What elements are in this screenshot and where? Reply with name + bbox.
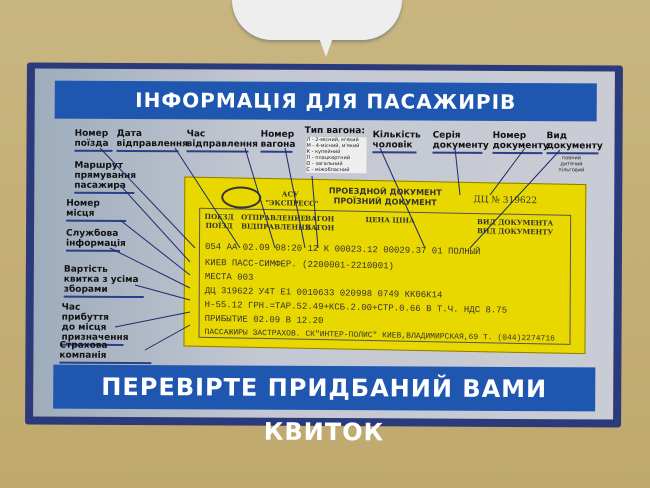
railway-logo: [221, 186, 262, 209]
col-departure: ОТПРАВЛЕНИЕ ВІДПРАВЛЕННЯ: [241, 212, 311, 232]
label-doc-series: Серія документу: [432, 130, 489, 154]
label-arrival: Час прибуття до місця призначення: [61, 302, 129, 346]
info-board: ІНФОРМАЦІЯ ДЛЯ ПАСАЖИРІВ ПЕРЕВІРТЕ ПРИДБ…: [25, 62, 623, 446]
label-car-type: Тип вагона:: [304, 125, 365, 137]
col-train: ПОЕЗД ПОЇЗД: [204, 211, 234, 231]
label-insurance: Страхова компанія: [59, 340, 152, 365]
ticket-sample: АСУ "ЭКСПРЕСС" ПРОЕЗДНОЙ ДОКУМЕНТ ПРОЇЗН…: [183, 176, 587, 355]
car-type: С - міжобласний: [306, 166, 350, 174]
wall-ornament-tip: [318, 35, 334, 57]
ticket-title-ua: ПРОЇЗНИЙ ДОКУМЕНТ: [333, 196, 437, 208]
doc-type-list: повний дитячий пільговий: [558, 155, 585, 174]
label-persons: Кількість чоловік: [372, 130, 421, 154]
ticket-line-seat: МЕСТА 003: [204, 271, 254, 283]
board-header: ІНФОРМАЦІЯ ДЛЯ ПАСАЖИРІВ: [54, 80, 597, 122]
col-car: ВАГОН ВАГОН: [305, 213, 335, 233]
label-dep-time: Час відправлення: [186, 129, 258, 153]
label-car-no: Номер вагона: [260, 129, 296, 153]
label-cost: Вартість квитка з усіма зборами: [63, 264, 144, 299]
ticket-system: АСУ "ЭКСПРЕСС": [265, 189, 319, 209]
label-service: Службова інформація: [65, 228, 126, 252]
label-route: Маршрут прямування пасажира: [74, 160, 136, 195]
board-panel: ІНФОРМАЦІЯ ДЛЯ ПАСАЖИРІВ ПЕРЕВІРТЕ ПРИДБ…: [33, 68, 615, 446]
label-doc-no: Номер документу: [492, 130, 549, 155]
board-footer: ПЕРЕВІРТЕ ПРИДБАНИЙ ВАМИ КВИТОК: [53, 364, 596, 446]
label-train-no: Номер поїзда: [74, 128, 113, 152]
ticket-serial: ДЦ № 319622: [473, 195, 538, 207]
wall-ornament: [232, 0, 402, 40]
label-dep-date: Дата відправлення: [116, 128, 188, 153]
col-price: ЦЕНА ЦІНА: [365, 214, 415, 225]
label-seat: Номер місця: [66, 198, 127, 222]
col-doc-type: ВИД ДОКУМЕНТА ВИД ДОКУМЕНТУ: [476, 217, 554, 237]
label-doc-type: Вид документу: [546, 131, 603, 155]
